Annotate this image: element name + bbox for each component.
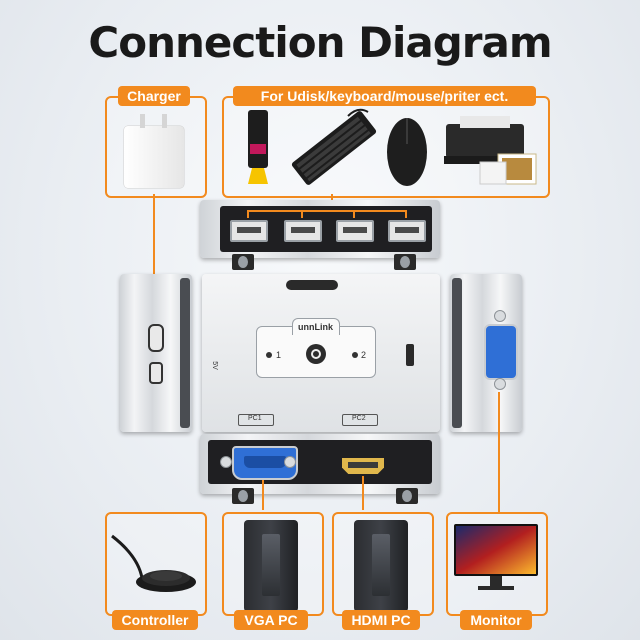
led-strip <box>286 280 338 290</box>
port1-number: 1 <box>276 350 282 360</box>
usb-port-3 <box>336 220 374 242</box>
port2-number: 2 <box>361 350 367 360</box>
charger-image <box>123 114 185 189</box>
peripherals-label: For Udisk/keyboard/mouse/priter ect. <box>233 86 536 106</box>
usb-drive-image <box>248 110 268 184</box>
left-side-strip <box>180 278 190 428</box>
switch-icon <box>311 349 321 359</box>
vga-screw-right <box>284 456 296 468</box>
brand-tab <box>292 318 340 335</box>
monitor-image <box>454 524 538 590</box>
keyboard-image <box>291 108 377 185</box>
monitor-connector-line <box>498 392 500 514</box>
usb-port-4 <box>388 220 426 242</box>
monitor-label: Monitor <box>460 610 532 630</box>
vga-pc-label: VGA PC <box>234 610 308 630</box>
page-title: Connection Diagram <box>88 18 552 67</box>
brand-logo: unnLink <box>298 322 333 332</box>
usb-port-1 <box>230 220 268 242</box>
usb-hub-foot-right <box>394 254 416 270</box>
port1-led <box>266 352 272 358</box>
vga-pc-tower <box>244 520 298 612</box>
side-indicator <box>406 344 414 366</box>
usb-hub-drop-2 <box>301 210 303 218</box>
monitor-vga-screw-bottom <box>494 378 506 390</box>
hdmi-connector-line <box>362 476 364 510</box>
usb-hub-drop-3 <box>353 210 355 218</box>
hdmi-pc-tower <box>354 520 408 612</box>
micro-port <box>149 362 163 384</box>
pc2-tag: PC2 <box>352 415 366 422</box>
usb-hub-drop-4 <box>405 210 407 218</box>
video-block-foot-left <box>232 488 254 504</box>
usb-hub-foot-left <box>232 254 254 270</box>
video-block-foot-right <box>396 488 418 504</box>
charger-connector-line <box>153 194 155 306</box>
vga-screw-left <box>220 456 232 468</box>
pc1-tag: PC1 <box>248 415 262 422</box>
controller-image <box>111 534 196 592</box>
printer-image <box>444 116 537 185</box>
charger-label: Charger <box>118 86 190 106</box>
right-side-strip <box>452 278 462 428</box>
pc2-tag-box <box>342 414 378 426</box>
controller-frame <box>105 512 207 616</box>
side-voltage-tag: 5V <box>210 361 218 370</box>
controller-label: Controller <box>112 610 198 630</box>
hdmi-pc-label: HDMI PC <box>342 610 420 630</box>
usb-hub-bus-line <box>247 210 407 212</box>
monitor-vga-port <box>484 324 518 380</box>
usb-c-port <box>148 324 164 352</box>
mouse-image <box>387 118 427 186</box>
vga-connector-line <box>262 480 264 510</box>
port2-led <box>352 352 358 358</box>
hdmi-input-port <box>342 458 384 474</box>
monitor-vga-screw-top <box>494 310 506 322</box>
usb-port-2 <box>284 220 322 242</box>
usb-hub-drop-1 <box>247 210 249 218</box>
pc1-tag-box <box>238 414 274 426</box>
